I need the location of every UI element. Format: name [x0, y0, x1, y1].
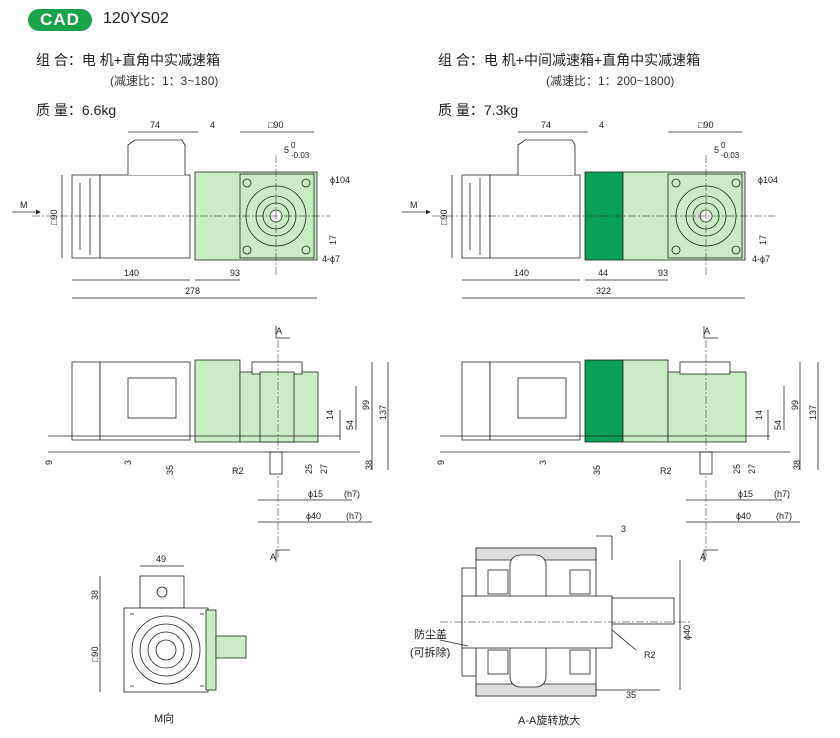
mview-49: 49 [156, 554, 166, 564]
sec-left-d40: ϕ40 [306, 511, 321, 521]
left-front-dims: A A 14 54 99 137 9 3 35 R2 25 27 38 ϕ15 … [44, 326, 388, 562]
aa-dust-2: (可拆除) [410, 645, 450, 659]
right-top-view [402, 131, 775, 299]
cad-badge: CAD [28, 9, 92, 31]
left-ratio-label: (减速比：1：3~180) [110, 74, 219, 88]
aa-35: 35 [626, 690, 636, 700]
mview-sq90: □90 [90, 647, 100, 662]
dim-right-93: 93 [658, 268, 668, 278]
sec-left-A-bot: A [270, 552, 276, 562]
left-front-view [48, 326, 389, 562]
sec-right-r2: R2 [660, 466, 672, 476]
sec-left-h7a: (h7) [344, 489, 360, 499]
sec-left-99: 99 [361, 400, 371, 410]
sec-right-35: 35 [592, 465, 602, 475]
sec-right-38: 38 [792, 460, 802, 470]
left-top-view [12, 131, 330, 299]
sec-right-A-bot: A [700, 552, 706, 562]
sec-right-d15: ϕ15 [738, 489, 753, 499]
sec-right-25: 25 [732, 464, 742, 474]
dim-right-side90: □90 [439, 210, 449, 225]
sec-left-h7b: (h7) [346, 511, 362, 521]
left-top-dims: 74 4 □90 5 0 -0.03 ϕ104 17 4-ϕ7 M □90 14… [20, 120, 350, 296]
dim-left-sq90: □90 [268, 120, 283, 130]
sec-right-d40: ϕ40 [736, 511, 751, 521]
aa-dims: 3 35 R2 ϕ40 防尘盖 (可拆除) A-A旋转放大 [410, 524, 692, 727]
sec-left-14: 14 [325, 410, 335, 420]
dim-right-140: 140 [514, 268, 529, 278]
sec-right-h7a: (h7) [774, 489, 790, 499]
right-front-view [440, 326, 819, 562]
aa-caption: A-A旋转放大 [518, 713, 580, 727]
dim-left-key: 5 [284, 145, 289, 155]
right-combo-label: 组 合：电 机+中间减速箱+直角中实减速箱 [438, 52, 701, 68]
sec-left-35: 35 [165, 465, 175, 475]
dim-left-4: 4 [210, 120, 215, 130]
sec-left-25: 25 [304, 464, 314, 474]
sec-right-3: 3 [538, 460, 548, 465]
aa-3: 3 [621, 524, 626, 534]
sec-left-A-top: A [276, 326, 282, 336]
dim-left-m: M [20, 200, 28, 210]
dim-left-74: 74 [150, 120, 160, 130]
dim-right-74: 74 [541, 120, 551, 130]
aa-section [439, 535, 690, 697]
left-combo-label: 组 合：电 机+直角中实减速箱 [36, 52, 220, 68]
sec-right-137: 137 [808, 405, 818, 420]
dim-right-h17: 17 [758, 235, 768, 245]
sec-left-27: 27 [319, 464, 329, 474]
m-view [99, 565, 247, 693]
dim-right-key-tol-top: 0 [721, 141, 726, 150]
right-ratio-label: (减速比：1：200~1800) [546, 74, 675, 88]
right-weight-label: 质 量：7.3kg [438, 102, 519, 118]
sec-left-38: 38 [364, 460, 374, 470]
sec-left-137: 137 [378, 405, 388, 420]
sec-right-h7b: (h7) [776, 511, 792, 521]
model-number: 120YS02 [103, 10, 169, 27]
dim-left-278: 278 [185, 286, 200, 296]
right-top-dims: 74 4 □90 5 0 -0.03 ϕ104 17 4-ϕ7 M □90 14… [410, 120, 778, 296]
dim-left-h17: 17 [328, 235, 338, 245]
dim-left-side90: □90 [49, 210, 59, 225]
dim-right-44: 44 [598, 268, 608, 278]
dim-left-key-tol-top: 0 [291, 141, 296, 150]
sec-left-3: 3 [123, 460, 133, 465]
aa-dust-1: 防尘盖 [414, 627, 447, 641]
dim-left-holes: 4-ϕ7 [322, 254, 340, 264]
dim-right-m: M [410, 200, 418, 210]
sec-left-9: 9 [44, 460, 54, 465]
dim-right-sq90: □90 [698, 120, 713, 130]
sec-left-54: 54 [345, 420, 355, 430]
dim-left-key-tol-bot: -0.03 [291, 151, 310, 160]
sec-right-A-top: A [704, 326, 710, 336]
sec-right-9: 9 [436, 460, 446, 465]
dim-right-322: 322 [596, 286, 611, 296]
dim-right-holes: 4-ϕ7 [752, 254, 770, 264]
sec-right-14: 14 [754, 410, 764, 420]
left-weight-label: 质 量：6.6kg [36, 102, 117, 118]
dim-right-key: 5 [714, 145, 719, 155]
sec-left-d15: ϕ15 [308, 489, 323, 499]
m-view-dims: 49 38 □90 M向 [90, 554, 174, 725]
dim-right-4: 4 [599, 120, 604, 130]
aa-r2: R2 [644, 650, 656, 660]
sec-right-27: 27 [747, 464, 757, 474]
dim-right-d104: ϕ104 [758, 175, 778, 185]
mview-38: 38 [90, 590, 100, 600]
mview-caption: M向 [154, 711, 174, 725]
dim-left-d104: ϕ104 [330, 175, 350, 185]
sec-right-54: 54 [773, 420, 783, 430]
aa-d40: ϕ40 [682, 625, 692, 640]
dim-left-93: 93 [230, 268, 240, 278]
dim-left-140: 140 [124, 268, 139, 278]
right-front-dims: A A 14 54 99 137 9 3 35 R2 25 27 38 ϕ15 … [436, 326, 818, 562]
sec-right-99: 99 [790, 400, 800, 410]
sec-left-r2: R2 [232, 466, 244, 476]
dim-right-key-tol-bot: -0.03 [721, 151, 740, 160]
